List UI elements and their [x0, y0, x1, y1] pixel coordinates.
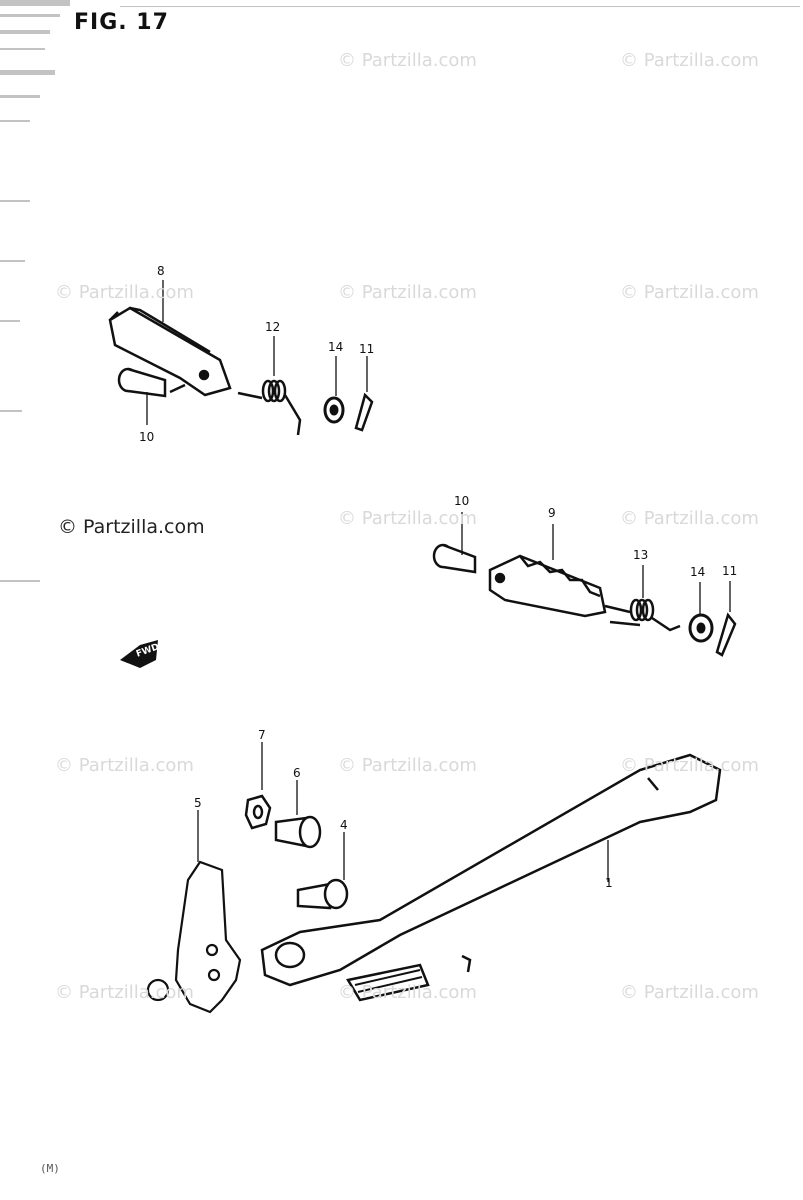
callout-11-left: 11 [359, 342, 375, 356]
left-spring [237, 379, 302, 436]
left-pin [117, 367, 167, 398]
watermark: © Partzilla.com [338, 50, 477, 71]
callout-14-left: 14 [328, 340, 344, 354]
watermark: © Partzilla.com [338, 982, 477, 1003]
left-washer [323, 396, 345, 424]
watermark: © Partzilla.com [620, 755, 759, 776]
callout-5: 5 [194, 796, 202, 810]
right-footrest [488, 554, 607, 618]
callout-7: 7 [258, 728, 266, 742]
callout-6: 6 [293, 766, 301, 780]
watermark-prominent: © Partzilla.com [58, 516, 205, 538]
stand-bolt-4 [296, 878, 349, 910]
callout-1: 1 [605, 876, 613, 890]
watermark: © Partzilla.com [620, 50, 759, 71]
callout-8: 8 [157, 264, 165, 278]
scan-noise [0, 0, 800, 582]
callout-12: 12 [265, 320, 281, 334]
callout-11-right: 11 [722, 564, 738, 578]
watermark: © Partzilla.com [620, 982, 759, 1003]
callout-9: 9 [548, 506, 556, 520]
watermark: © Partzilla.com [338, 755, 477, 776]
callout-10-left: 10 [139, 430, 155, 444]
watermark: © Partzilla.com [338, 282, 477, 303]
fwd-arrow [120, 640, 158, 668]
right-spring [604, 598, 681, 632]
callout-10-right: 10 [454, 494, 470, 508]
stand-bolt-6 [274, 815, 322, 849]
watermark: © Partzilla.com [55, 755, 194, 776]
stand-bar [260, 753, 722, 1002]
callout-4: 4 [340, 818, 348, 832]
right-cotter-pin [715, 612, 737, 657]
right-washer [688, 613, 714, 643]
figure-title: FIG. 17 [74, 10, 169, 35]
stand-nut [244, 794, 272, 830]
watermark: © Partzilla.com [620, 282, 759, 303]
footer-code: (M) [40, 1162, 60, 1175]
right-pin [432, 543, 477, 574]
left-cotter-pin [354, 392, 374, 432]
left-footrest [108, 306, 232, 397]
spring-marks [354, 969, 423, 993]
callout-14-right: 14 [690, 565, 706, 579]
leader-lines [146, 280, 731, 882]
stand-bracket [146, 860, 242, 1014]
watermark: © Partzilla.com [55, 282, 194, 303]
watermark: © Partzilla.com [55, 982, 194, 1003]
callout-13: 13 [633, 548, 649, 562]
watermark: © Partzilla.com [338, 508, 477, 529]
watermark: © Partzilla.com [620, 508, 759, 529]
